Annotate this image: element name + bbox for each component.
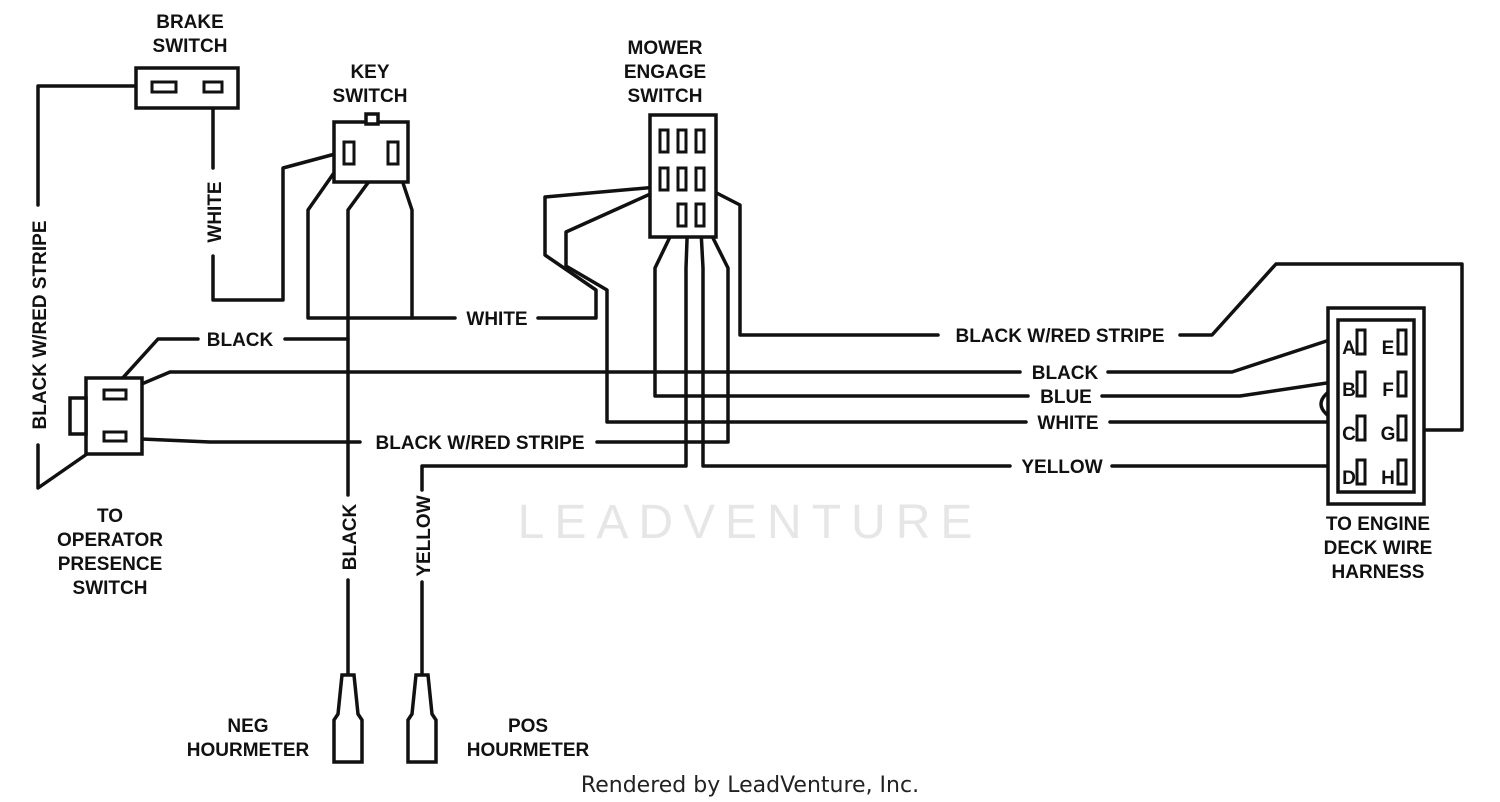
brake-switch [134, 66, 240, 110]
key-terminal-left [342, 140, 356, 166]
pin-label-h: H [1381, 468, 1395, 489]
mower-terminal-6 [694, 166, 706, 192]
wire-label-deck-blue: BLUE [1040, 387, 1092, 408]
pin-label-a: A [1342, 338, 1356, 359]
wire-label-white-main: WHITE [466, 309, 527, 330]
wire-label-deck-white: WHITE [1037, 413, 1098, 434]
wire-label-brake-white: WHITE [205, 181, 226, 242]
pin-label-d: D [1342, 468, 1356, 489]
operator-terminal-lower [102, 430, 128, 443]
pin-label-f: F [1382, 380, 1394, 401]
mower-terminal-5 [676, 166, 688, 192]
wire-black-opp [108, 337, 350, 394]
operator-presence-latch [68, 396, 88, 436]
operator-presence-connector [68, 376, 144, 456]
watermark: LEADVENTURE [518, 496, 983, 549]
key-switch-tab [364, 112, 380, 126]
wire-brake-white [211, 86, 352, 302]
wire-pos-yellow [420, 210, 690, 677]
harness-terminal-e [1396, 328, 1408, 356]
wire-label-pos-yellow: YELLOW [414, 495, 435, 576]
wire-deck-stripe [701, 184, 1464, 432]
key-terminal-right [386, 140, 400, 166]
neg-hourmeter-terminal [332, 673, 364, 764]
operator-terminal-upper [102, 388, 128, 401]
mower-terminal-3 [694, 128, 706, 154]
brake-terminal-right [202, 80, 224, 94]
mower-terminal-8 [694, 202, 706, 228]
harness-terminal-a [1355, 328, 1367, 356]
pin-label-g: G [1381, 424, 1396, 445]
mower-terminal-1 [658, 128, 670, 154]
mower-engage-switch [648, 113, 718, 239]
wire-label-deck-yellow: YELLOW [1021, 457, 1102, 478]
harness-terminal-b [1355, 370, 1367, 398]
wire-deck-yellow [698, 210, 1354, 468]
hourmeter-terminals [332, 673, 438, 764]
wire-label-black-opp: BLACK [207, 330, 274, 351]
wire-label-neg-black: BLACK [340, 503, 361, 570]
wire-blue [653, 210, 1362, 398]
wire-label-deck-black: BLACK [1032, 363, 1099, 384]
wire-white-to-mower [536, 184, 670, 320]
pos-hourmeter-terminal [406, 673, 438, 764]
footer-credit: Rendered by LeadVenture, Inc. [581, 773, 919, 798]
pin-label-e: E [1382, 338, 1395, 359]
wire-deck-white [564, 184, 1347, 424]
wire-key-black [346, 148, 394, 677]
mower-terminal-7 [676, 202, 688, 228]
brake-terminal-left [150, 80, 178, 94]
wires [36, 84, 1464, 677]
key-switch [332, 112, 410, 184]
harness-terminal-g [1396, 414, 1408, 442]
engine-deck-harness: A B C D E F G H [1326, 306, 1426, 506]
wire-label-opp-stripe: BLACK W/RED STRIPE [376, 433, 585, 454]
harness-terminal-c [1355, 414, 1367, 442]
mower-terminal-4 [658, 166, 670, 192]
harness-terminal-h [1396, 458, 1408, 486]
wire-opp-stripe [116, 210, 730, 444]
wire-key-white-loop [306, 148, 457, 320]
pin-label-c: C [1342, 424, 1356, 445]
harness-terminal-f [1396, 370, 1408, 398]
wire-label-left-vertical: BLACK W/RED STRIPE [30, 221, 51, 430]
mower-terminal-2 [676, 128, 688, 154]
harness-terminal-d [1355, 458, 1367, 486]
pin-label-b: B [1342, 380, 1356, 401]
wire-label-deck-stripe: BLACK W/RED STRIPE [956, 326, 1165, 347]
